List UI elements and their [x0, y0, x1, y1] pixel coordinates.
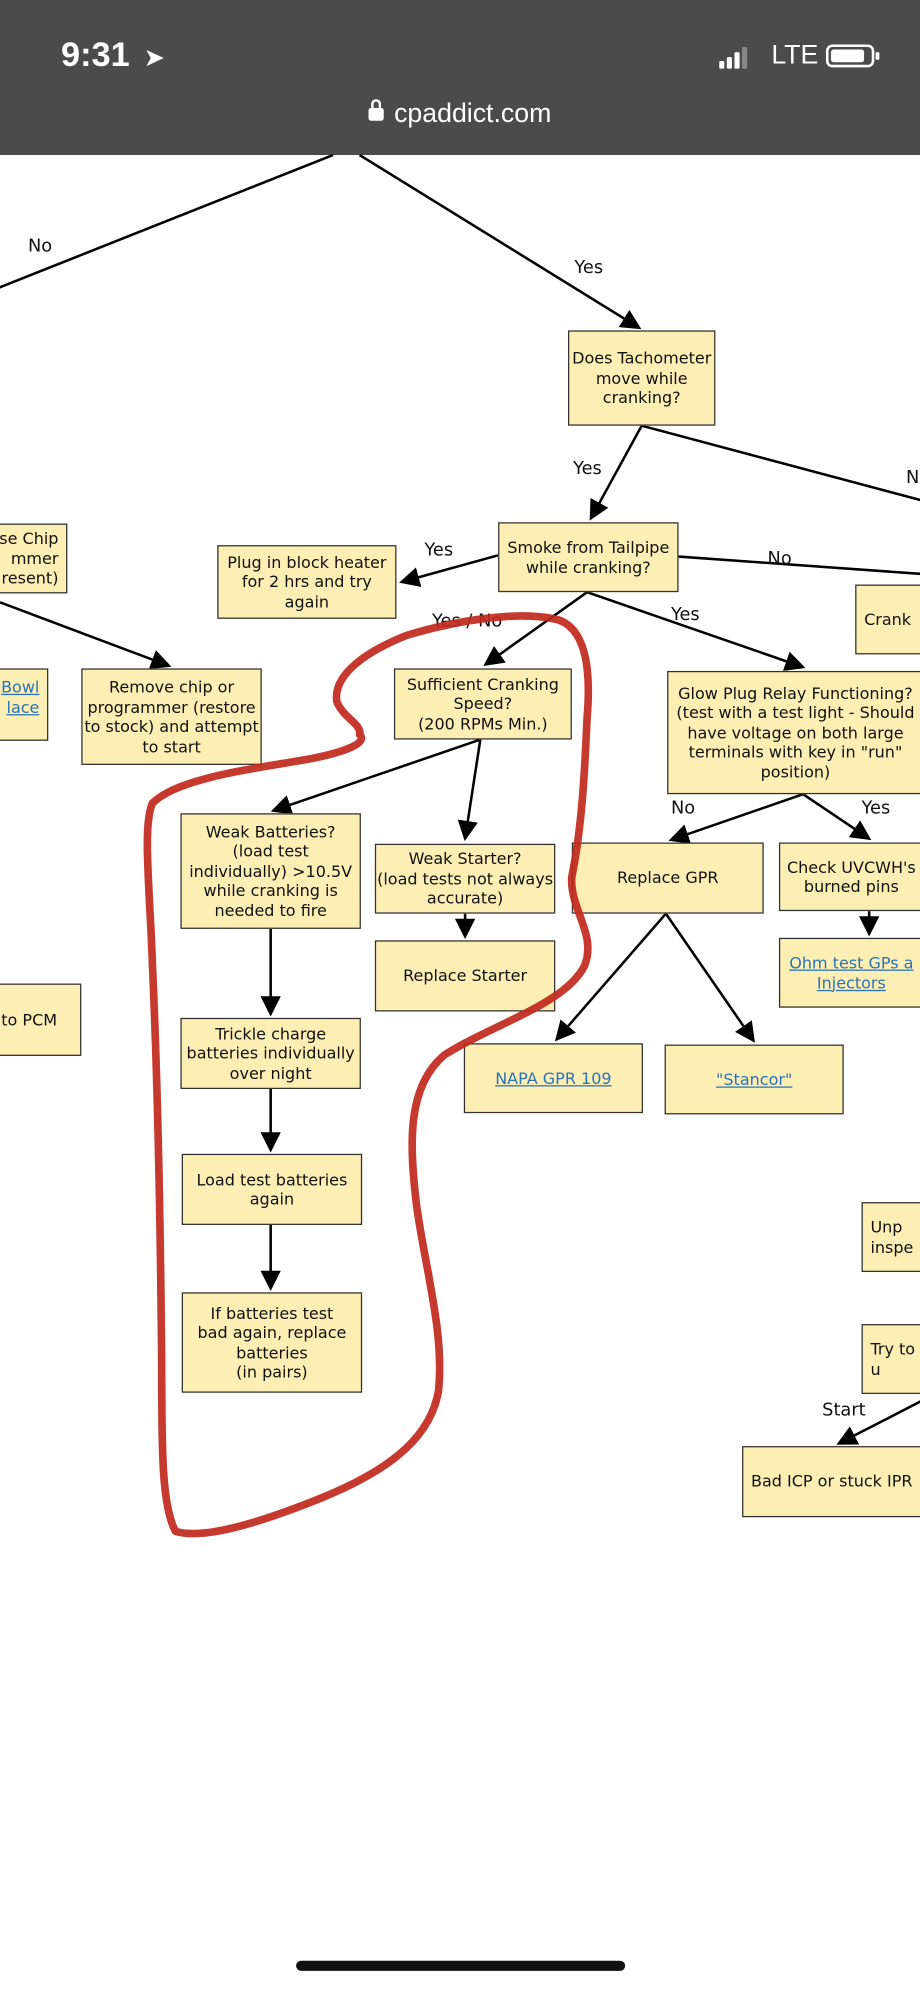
node-weak-batteries: Weak Batteries? (load test individually)… — [180, 813, 361, 929]
node-smoke: Smoke from Tailpipe while cranking? — [498, 522, 679, 593]
edge-label: Yes — [861, 798, 891, 819]
node-replace-batteries: If batteries test bad again, replace bat… — [181, 1292, 363, 1393]
node-ohm-test[interactable]: Ohm test GPs a Injectors — [778, 937, 920, 1008]
edge-label: Yes — [573, 458, 602, 480]
battery-icon — [825, 44, 880, 68]
node-pcm: to PCM — [0, 983, 82, 1056]
napa-link[interactable]: NAPA GPR 109 — [495, 1068, 612, 1088]
node-trickle-charge: Trickle charge batteries individually ov… — [180, 1017, 361, 1090]
bowl-link[interactable]: Bowl lace — [1, 677, 40, 717]
node-try-to: Try to u — [861, 1324, 920, 1394]
location-arrow-icon: ➤ — [143, 41, 165, 73]
lock-icon — [368, 99, 384, 121]
edge-label: No — [767, 548, 792, 570]
url-text: cpaddict.com — [394, 99, 552, 129]
node-bad-icp: Bad ICP or stuck IPR — [742, 1446, 920, 1518]
node-replace-starter: Replace Starter — [374, 940, 556, 1012]
node-replace-gpr: Replace GPR — [571, 842, 764, 914]
edge-label: Yes — [670, 604, 700, 626]
edge-label: Yes — [424, 540, 454, 561]
node-glow-plug-relay: Glow Plug Relay Functioning? (test with … — [667, 670, 920, 795]
node-block-heater: Plug in block heater for 2 hrs and try a… — [217, 545, 397, 619]
node-remove-chip: Remove chip or programmer (restore to st… — [81, 668, 262, 765]
edge-label: N — [906, 467, 920, 488]
node-load-test: Load test batteries again — [181, 1153, 363, 1225]
node-napa[interactable]: NAPA GPR 109 — [463, 1043, 643, 1114]
clock: 9:31 — [60, 35, 130, 74]
node-unp: Unp inspe — [861, 1202, 920, 1272]
edge-label: No — [27, 236, 53, 257]
address-bar[interactable]: cpaddict.com — [0, 99, 920, 129]
edge-label: No — [670, 798, 696, 819]
node-tachometer: Does Tachometer move while cranking? — [568, 330, 716, 426]
carrier-label: LTE — [771, 40, 819, 70]
node-weak-starter: Weak Starter? (load tests not always acc… — [374, 843, 556, 914]
signal-icon — [719, 46, 748, 69]
stancor-link[interactable]: "Stancor" — [716, 1069, 793, 1089]
status-bar: 9:31 ➤ LTE cpaddict.com — [0, 0, 920, 156]
home-indicator[interactable] — [296, 1960, 626, 1971]
node-crank: Crank — [855, 584, 920, 655]
node-cranking-speed: Sufficient Cranking Speed? (200 RPMs Min… — [393, 668, 572, 740]
ohm-test-link[interactable]: Ohm test GPs a Injectors — [789, 953, 914, 992]
node-bowl-link[interactable]: Bowl lace — [0, 668, 49, 741]
edge-label: Yes — [574, 257, 604, 279]
node-chip: se Chip mmer resent) — [0, 523, 68, 594]
node-stancor[interactable]: "Stancor" — [664, 1044, 844, 1115]
node-check-uvcwh: Check UVCWH's burned pins — [778, 842, 920, 912]
edge-label: Start — [822, 1400, 866, 1421]
